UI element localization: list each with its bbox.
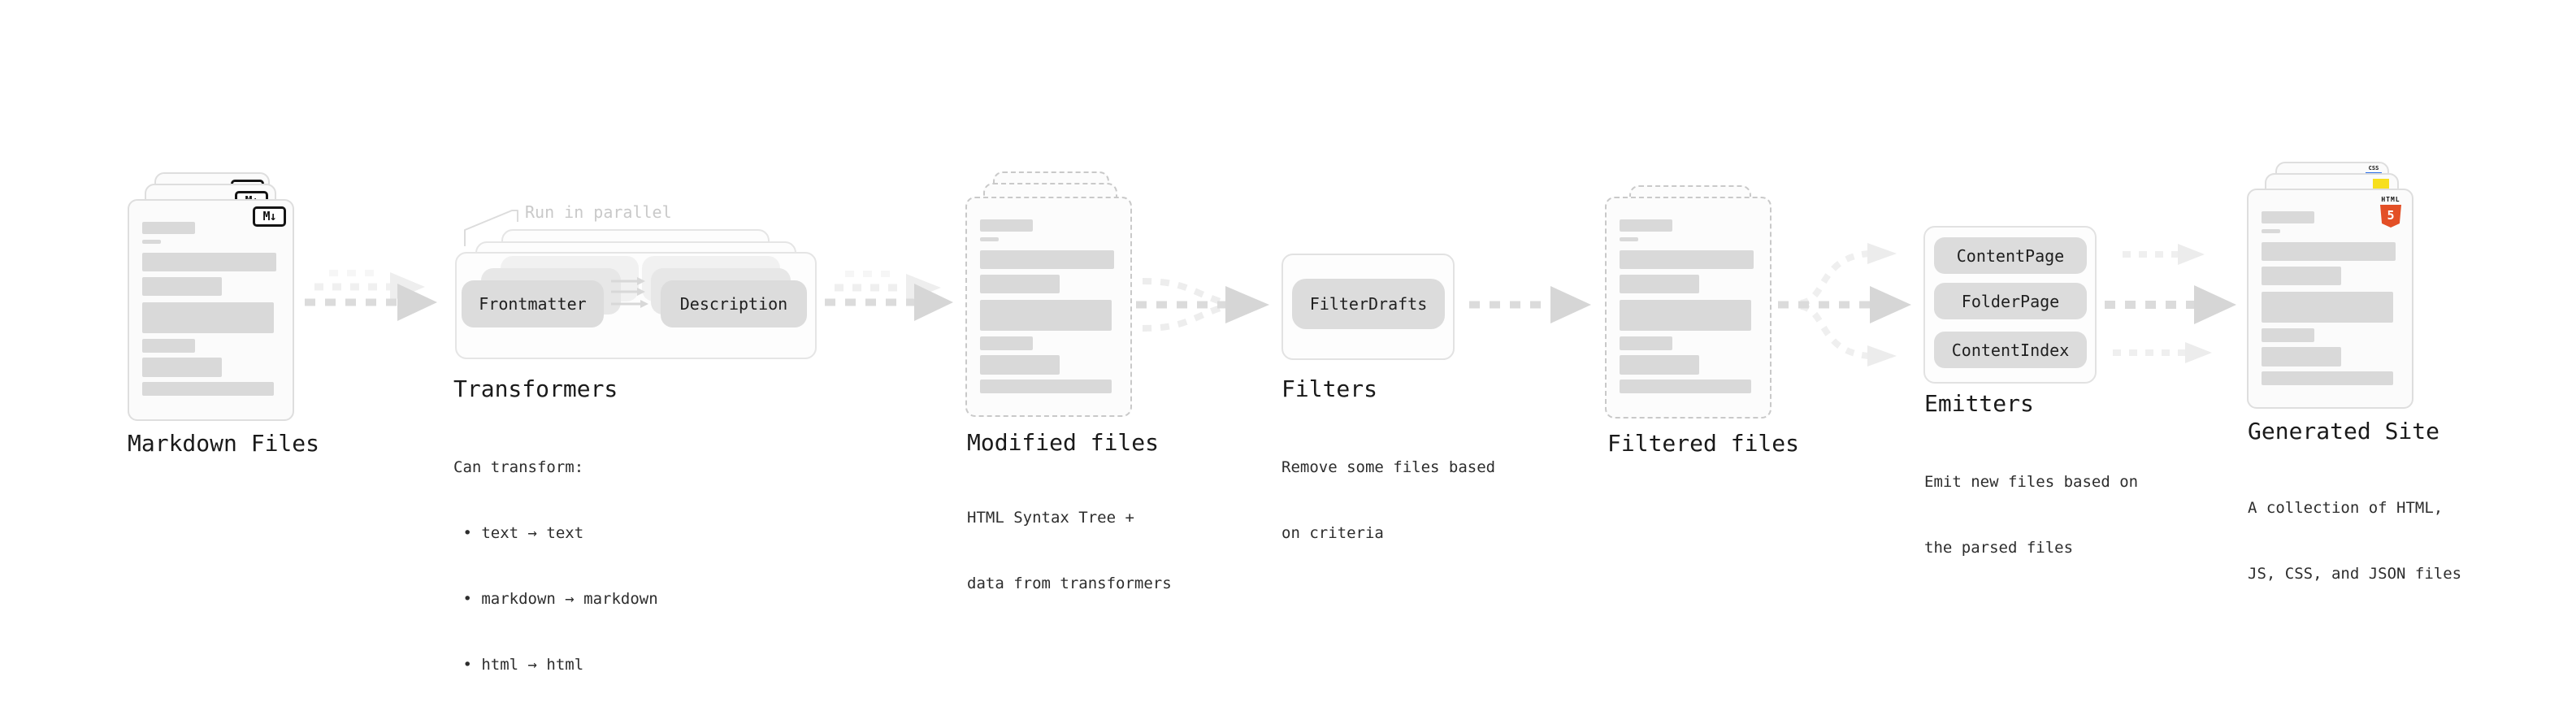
placeholder-bar <box>980 336 1033 350</box>
filters-title: Filters <box>1281 375 1378 402</box>
filtered-file-card-front <box>1605 197 1772 419</box>
generated-site-label: Generated Site <box>2248 418 2440 445</box>
html5-icon: HTML 5 <box>2379 197 2402 228</box>
emitters-title: Emitters <box>1924 390 2034 417</box>
placeholder-bars <box>129 201 293 396</box>
placeholder-bar <box>980 355 1060 375</box>
arrow-markdown-to-transformers <box>305 270 437 321</box>
placeholder-bar <box>142 302 274 333</box>
markdown-files-label: Markdown Files <box>128 430 320 457</box>
run-parallel-leader-line <box>464 210 518 246</box>
frontmatter-button: Frontmatter <box>462 280 604 327</box>
filters-description: Remove some files based on criteria <box>1281 458 1496 542</box>
placeholder-bar <box>980 300 1112 331</box>
placeholder-bar <box>980 380 1112 393</box>
placeholder-bar <box>1620 237 1638 241</box>
modified-file-card-front <box>965 197 1132 417</box>
description-button: Description <box>661 280 807 327</box>
placeholder-bar <box>2262 292 2393 323</box>
emitters-description: Emit new files based on the parsed files <box>1924 473 2139 557</box>
arrow-emitters-to-generated <box>2105 244 2236 363</box>
placeholder-bar <box>142 253 276 271</box>
placeholder-bar <box>980 250 1114 269</box>
arrow-transformers-to-modified <box>825 271 953 321</box>
placeholder-bar <box>142 382 274 396</box>
contentindex-button: ContentIndex <box>1934 332 2087 368</box>
arrow-modified-to-filters <box>1136 278 1269 332</box>
placeholder-bar <box>142 358 222 377</box>
markdown-file-card-front: M↓ <box>128 199 294 421</box>
placeholder-bars <box>967 198 1130 393</box>
placeholder-bar <box>1620 275 1699 293</box>
generated-file-card-front: HTML 5 <box>2247 189 2413 409</box>
placeholder-bar <box>2262 328 2314 342</box>
placeholder-bar <box>1620 250 1754 269</box>
placeholder-bars <box>1607 198 1770 393</box>
filtered-files-label: Filtered files <box>1607 430 1800 457</box>
transformers-title: Transformers <box>453 375 618 402</box>
modified-files-label: Modified files <box>967 429 1160 456</box>
placeholder-bar <box>2262 242 2396 261</box>
placeholder-bar <box>980 237 999 241</box>
placeholder-bar <box>1620 380 1751 393</box>
placeholder-bar <box>980 219 1033 232</box>
pipeline-diagram: { "stages": { "markdown": { "label": "Ma… <box>128 162 2462 674</box>
placeholder-bar <box>2262 371 2393 385</box>
filterdrafts-button: FilterDrafts <box>1292 279 1445 329</box>
arrow-filters-to-filtered <box>1469 286 1591 323</box>
placeholder-bar <box>2262 267 2341 285</box>
placeholder-bar <box>2262 347 2341 367</box>
placeholder-bar <box>2262 229 2280 233</box>
run-parallel-note: Run in parallel <box>525 202 672 222</box>
placeholder-bar <box>142 277 222 296</box>
placeholder-bar <box>142 339 195 353</box>
arrow-filtered-to-emitters <box>1778 243 1911 367</box>
placeholder-bar <box>142 222 195 234</box>
generated-site-description: A collection of HTML, JS, CSS, and JSON … <box>2248 499 2462 583</box>
markdown-icon: M↓ <box>253 206 286 227</box>
transformers-description: Can transform: • text → text • markdown … <box>453 458 658 674</box>
parallel-arrows-icon <box>611 277 648 308</box>
javascript-icon <box>2373 179 2389 189</box>
placeholder-bar <box>980 275 1060 293</box>
placeholder-bar <box>1620 355 1699 375</box>
placeholder-bar <box>142 240 161 244</box>
placeholder-bar <box>1620 219 1672 232</box>
placeholder-bar <box>1620 300 1751 331</box>
placeholder-bar <box>2262 211 2314 223</box>
placeholder-bar <box>1620 336 1672 350</box>
placeholder-bars <box>2249 190 2412 385</box>
folderpage-button: FolderPage <box>1934 283 2087 319</box>
modified-files-description: HTML Syntax Tree + data from transformer… <box>967 509 1172 592</box>
contentpage-button: ContentPage <box>1934 237 2087 274</box>
